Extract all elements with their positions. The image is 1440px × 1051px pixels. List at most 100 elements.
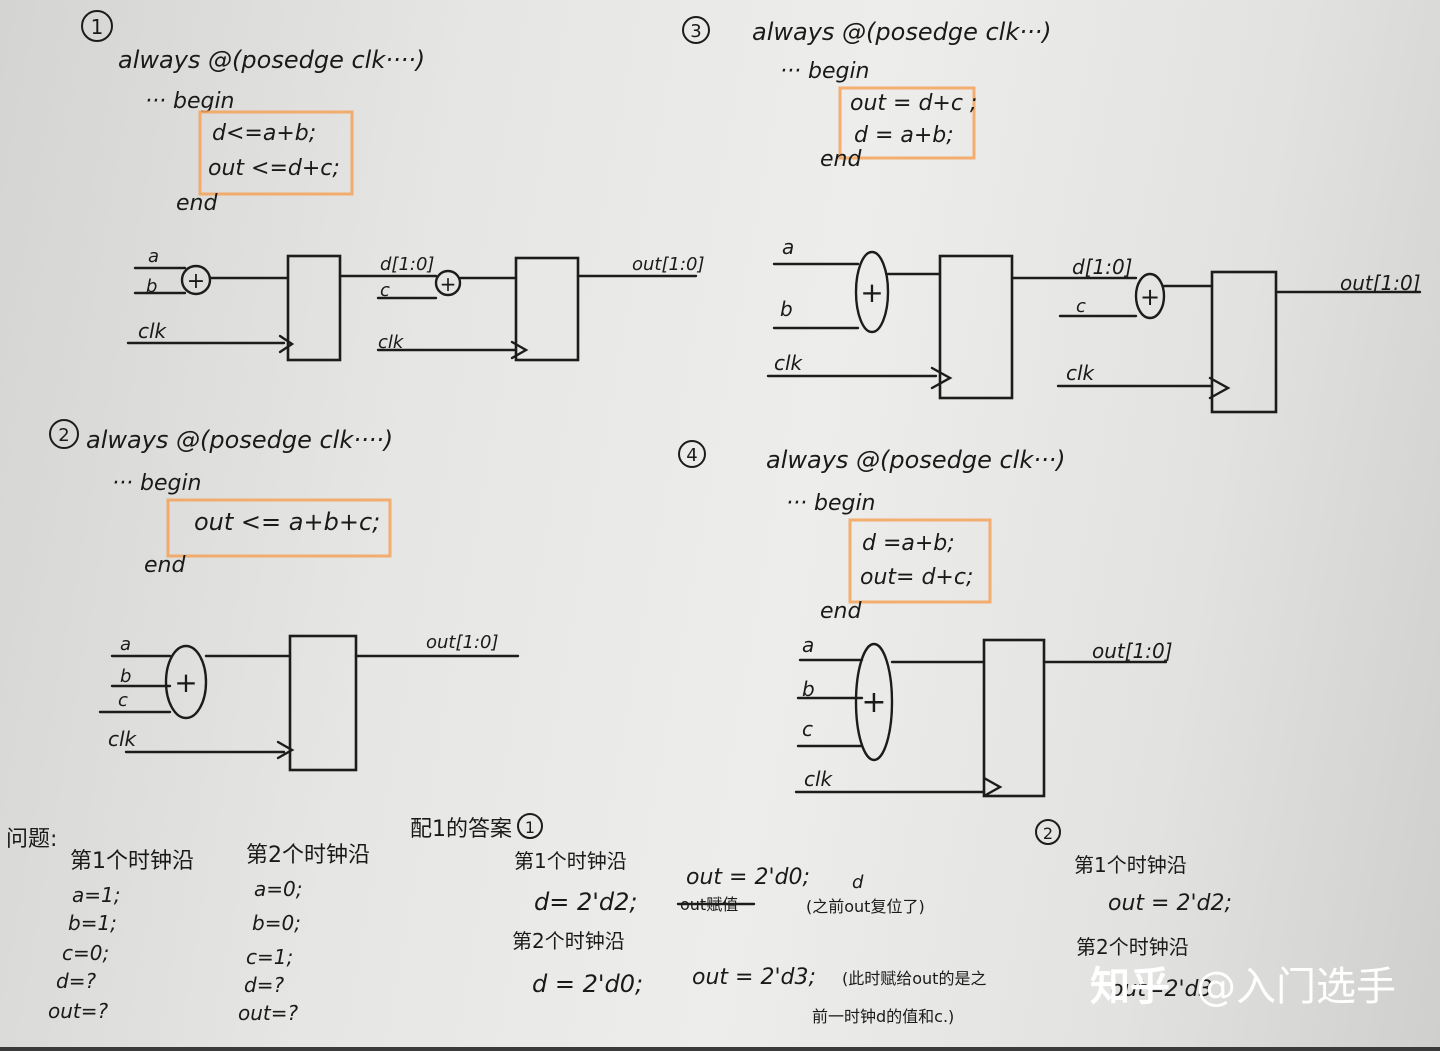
- panel-2-adder: [164, 644, 208, 720]
- panel-3-adder-2: [1134, 272, 1166, 320]
- panel-4-number: 4: [686, 445, 697, 466]
- panel-1-output-out: out[1:0]: [632, 254, 705, 275]
- watermark-handle: @入门选手: [1196, 964, 1396, 1010]
- question-edge1-d: d=?: [56, 969, 96, 993]
- answer-p2-e1-line: out = 2'd2;: [1108, 891, 1232, 916]
- panel-4-code-line1: d =a+b;: [862, 531, 955, 556]
- answer-p2-e1-heading: 第1个时钟沿: [1074, 853, 1187, 877]
- question-edge1-b: b=1;: [68, 911, 117, 935]
- question-section: 问题: 第1个时钟沿 a=1; b=1; c=0; d=? out=? 第2个时…: [6, 827, 370, 1025]
- answer-e1-heading: 第1个时钟沿: [514, 849, 627, 873]
- panel-3-code-line1: out = d+c ;: [850, 91, 977, 116]
- panel-2-code-end: end: [144, 553, 186, 578]
- panel-4-adder-plus: +: [861, 685, 886, 720]
- answer-e2-heading: 第2个时钟沿: [512, 929, 625, 953]
- panel-3-code-begin: ··· begin: [780, 59, 870, 84]
- panel-3-code-end: end: [820, 147, 862, 172]
- panel-3-register-out: [1210, 270, 1278, 414]
- panel-1-adder-1: [180, 264, 212, 296]
- panel-1: 1 always @(posedge clk····) ··· begin d<…: [81, 10, 705, 362]
- panel-2-input-b: b: [120, 666, 131, 687]
- panel-4-code-line2: out= d+c;: [860, 565, 973, 590]
- panel-1-wire-d: d[1:0]: [380, 254, 434, 275]
- panel-2-code-line1: out <= a+b+c;: [194, 508, 380, 536]
- panel-4-output-out: out[1:0]: [1092, 639, 1173, 663]
- panel-4-code-begin: ··· begin: [786, 491, 876, 516]
- panel-1-code-line1: d<=a+b;: [212, 121, 316, 146]
- answer-num1: 1: [525, 818, 535, 837]
- answer-p2-e2-line: out=2'd3: [1110, 977, 1212, 1002]
- panel-4-code-end: end: [820, 599, 862, 624]
- answer-note2a: (此时赋给out的是之: [842, 969, 986, 988]
- panel-2-input-c: c: [118, 690, 128, 711]
- panel-3-number: 3: [690, 21, 701, 42]
- panel-1-input-a: a: [148, 246, 159, 267]
- panel-1-input-b: b: [146, 276, 157, 297]
- panel-1-adder-2-plus: +: [440, 272, 457, 296]
- panel-1-input-clk: clk: [138, 319, 168, 343]
- panel-1-number: 1: [91, 15, 104, 39]
- answer-e2-line: d = 2'd0;: [532, 970, 643, 998]
- panel-2-code-begin: ··· begin: [112, 471, 202, 496]
- question-edge2-d: d=?: [244, 973, 284, 997]
- panel-4-register-out: [982, 638, 1046, 798]
- panel-1-register-d: [286, 254, 342, 362]
- panel-4: 4 always @(posedge clk···) ··· begin d =…: [678, 440, 1173, 798]
- question-edge2-b: b=0;: [252, 911, 301, 935]
- panel-2: 2 always @(posedge clk····) ··· begin ou…: [49, 419, 520, 772]
- question-edge1-a: a=1;: [72, 883, 120, 907]
- answer-p2-e2-heading: 第2个时钟沿: [1076, 935, 1189, 959]
- panel-3-input-clk: clk: [774, 351, 804, 375]
- panel-4-input-a: a: [802, 633, 814, 657]
- panel-1-code-begin: ··· begin: [145, 89, 235, 114]
- panel-3-adder-1: [854, 250, 890, 334]
- panel-4-number-circle: [678, 440, 706, 468]
- panel-1-number-circle: [81, 10, 113, 42]
- panel-2-number: 2: [58, 425, 69, 446]
- panel-2-code-always: always @(posedge clk····): [86, 426, 393, 454]
- question-edge2-heading: 第2个时钟沿: [246, 843, 370, 868]
- panel-3: 3 always @(posedge clk···) ··· begin out…: [682, 16, 1422, 414]
- panel-1-highlight-box: [198, 110, 354, 196]
- panel-4-input-clk: clk: [804, 767, 834, 791]
- panel-2-input-a: a: [120, 634, 131, 655]
- panel-4-adder: [854, 642, 894, 762]
- panel-1-input-c: c: [380, 280, 390, 301]
- panel-3-input-a: a: [782, 235, 794, 259]
- panel-3-register-d: [938, 254, 1014, 400]
- panel-1-register-out: [514, 256, 580, 362]
- question-edge2-a: a=0;: [254, 877, 302, 901]
- panel-3-number-circle: [682, 16, 710, 44]
- question-edge1-c: c=0;: [62, 941, 109, 965]
- panel-2-highlight-box: [166, 498, 392, 558]
- answer-out2: out = 2'd3;: [692, 965, 816, 990]
- panel-4-code-always: always @(posedge clk···): [766, 446, 1065, 474]
- panel-2-input-clk: clk: [108, 727, 138, 751]
- panel-3-input-clk2: clk: [1066, 361, 1096, 385]
- panel-3-wire-d: d[1:0]: [1072, 255, 1133, 279]
- watermark-logo: 知乎: [1090, 964, 1170, 1010]
- panel-3-code-line2: d = a+b;: [854, 123, 954, 148]
- panel-2-number-circle: [49, 419, 79, 449]
- panel-3-adder-2-plus: +: [1140, 283, 1160, 311]
- panel-3-output-out: out[1:0]: [1340, 271, 1421, 295]
- panel-3-adder-1-plus: +: [860, 276, 883, 309]
- panel-4-highlight-box: [848, 518, 992, 604]
- watermark: 知乎 @入门选手: [1090, 964, 1396, 1010]
- question-edge1-heading: 第1个时钟沿: [70, 849, 194, 874]
- panel-2-adder-plus: +: [174, 666, 197, 699]
- panel-3-input-b: b: [780, 297, 793, 321]
- panel-1-code-end: end: [176, 191, 218, 216]
- answer-note1: (之前out复位了): [806, 897, 925, 916]
- answer-d-mark: d: [852, 872, 864, 893]
- answer-e1-line: d= 2'd2;: [534, 888, 637, 916]
- panel-4-input-b: b: [802, 677, 815, 701]
- question-edge2-c: c=1;: [246, 945, 293, 969]
- question-edge1-out: out=?: [48, 999, 109, 1023]
- panel-1-input-clk2: clk: [378, 332, 405, 353]
- answer-out1: out = 2'd0;: [686, 865, 810, 890]
- panel-3-code-always: always @(posedge clk···): [752, 18, 1051, 46]
- panel-3-input-c: c: [1076, 296, 1086, 317]
- panel-1-code-line2: out <=d+c;: [208, 156, 340, 181]
